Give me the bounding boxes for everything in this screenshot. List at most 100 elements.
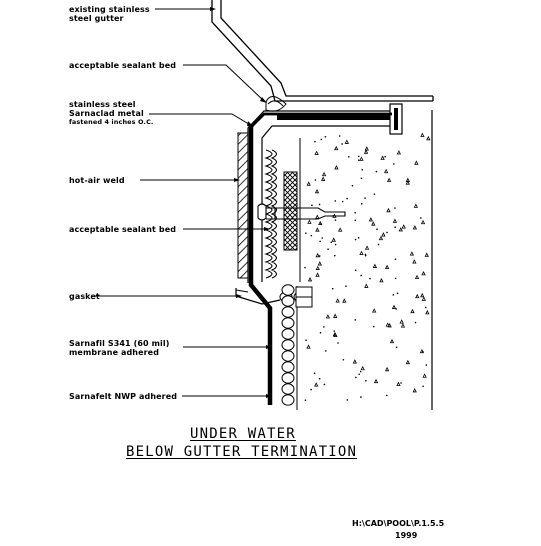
aggregate-dot	[361, 168, 364, 171]
aggregate-mark	[315, 265, 320, 270]
aggregate-mark	[420, 219, 426, 225]
aggregate-mark	[420, 132, 425, 137]
aggregate-dot	[324, 350, 327, 352]
aggregate-mark	[422, 373, 427, 378]
aggregate-mark	[414, 160, 419, 165]
aggregate-dot	[304, 399, 307, 401]
sealant-bed-top	[265, 96, 287, 112]
aggregate-dot	[354, 219, 357, 222]
aggregate-dot	[376, 228, 378, 230]
aggregate-mark	[364, 283, 369, 288]
aggregate-dot	[319, 240, 321, 243]
aggregate-dot	[334, 200, 337, 202]
aggregate-mark	[315, 272, 320, 277]
aggregate-dot	[364, 197, 366, 199]
felt-bead	[281, 350, 295, 362]
aggregate-dot	[320, 138, 323, 141]
aggregate-mark	[425, 309, 430, 315]
aggregate-dot	[360, 396, 362, 398]
aggregate-dot	[392, 294, 395, 296]
aggregate-dot	[333, 254, 336, 257]
label-metal: stainless steel Sarnaclad metal fastened…	[69, 100, 154, 127]
aggregate-mark	[399, 319, 404, 324]
aggregate-dot	[319, 331, 322, 334]
aggregate-dot	[354, 211, 356, 214]
aggregate-dot	[345, 285, 347, 288]
aggregate-mark	[331, 237, 336, 242]
felt-bead	[281, 383, 295, 395]
aggregate-dot	[338, 135, 341, 137]
aggregate-dot	[314, 179, 317, 181]
aggregate-mark	[321, 171, 327, 177]
fastener	[257, 203, 346, 221]
aggregate-mark	[424, 252, 429, 257]
aggregate-mark	[334, 165, 339, 170]
aggregate-dot	[321, 237, 324, 239]
aggregate-dot	[360, 274, 362, 277]
aggregate-mark	[352, 359, 358, 364]
aggregate-dot	[337, 342, 339, 344]
aggregate-mark	[359, 250, 364, 256]
aggregate-dot	[393, 163, 395, 165]
aggregate-mark	[360, 365, 365, 371]
aggregate-mark	[389, 338, 395, 344]
aggregate-dot	[394, 226, 396, 229]
aggregate-dot	[365, 379, 367, 382]
aggregate-dot	[400, 382, 402, 384]
aggregate-mark	[398, 227, 403, 232]
felt-bead	[281, 394, 295, 406]
aggregate-dot	[354, 238, 357, 241]
aggregate-dot	[422, 350, 424, 353]
label-gutter-line1: existing stainless	[69, 5, 150, 14]
weld-strip	[237, 132, 249, 279]
aggregate-dot	[425, 364, 428, 366]
aggregate-mark	[364, 245, 370, 250]
aggregate-mark	[410, 308, 415, 314]
aggregate-dot	[394, 258, 397, 260]
label-gutter: existing stainless steel gutter	[69, 5, 150, 23]
aggregate-mark	[368, 217, 374, 222]
aggregate-dot	[395, 346, 398, 349]
aggregate-mark	[421, 296, 426, 301]
aggregate-dot	[351, 184, 354, 187]
aggregate-dot	[386, 231, 388, 234]
felt-bead	[281, 306, 295, 318]
aggregate-dot	[359, 370, 362, 373]
felt-bead	[281, 372, 295, 384]
aggregate-mark	[378, 235, 384, 241]
aggregate-dot	[323, 383, 326, 386]
aggregate-mark	[409, 251, 415, 256]
aggregate-dot	[372, 325, 375, 328]
felt-bead	[281, 295, 295, 307]
felt-bead-chain	[281, 284, 295, 406]
aggregate-dot	[324, 136, 327, 138]
aggregate-mark	[306, 344, 311, 349]
aggregate-dot	[364, 254, 367, 257]
aggregate-dot	[334, 243, 337, 246]
aggregate-dot	[354, 319, 357, 321]
aggregate-mark	[315, 214, 320, 219]
aggregate-dot	[304, 266, 306, 269]
aggregate-dot	[358, 373, 360, 376]
aggregate-mark	[420, 292, 425, 298]
aggregate-mark	[405, 359, 410, 365]
aggregate-mark	[373, 378, 379, 384]
concrete-wall	[296, 110, 433, 410]
aggregate-dot	[386, 394, 388, 397]
drawing-year: 1999	[395, 531, 418, 540]
aggregate-mark	[371, 221, 376, 226]
aggregate-mark	[413, 203, 418, 208]
aggregate-dot	[355, 376, 357, 379]
drawing-path: H:\CAD\POOL\P.1.5.5	[352, 519, 445, 528]
aggregate-mark	[364, 146, 369, 151]
aggregate-mark	[317, 261, 322, 266]
aggregate-mark	[415, 293, 420, 299]
aggregate-dot	[313, 372, 316, 375]
leader-lines	[94, 8, 270, 397]
aggregate-dot	[331, 287, 334, 290]
title-line2: BELOW GUTTER TERMINATION	[126, 444, 358, 460]
felt-bead	[281, 328, 295, 340]
aggregate-mark	[385, 322, 390, 327]
aggregate-dot	[394, 207, 396, 209]
